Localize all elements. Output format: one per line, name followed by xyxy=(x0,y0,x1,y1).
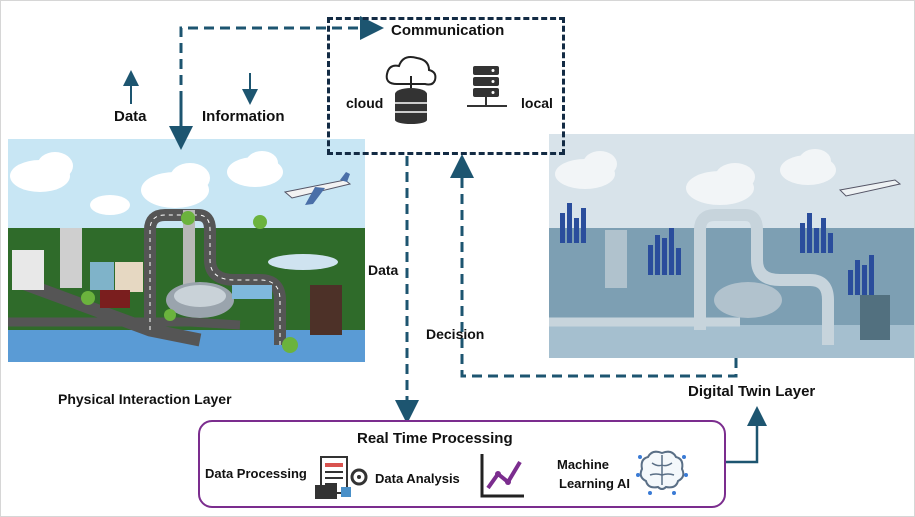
data-center-label: Data xyxy=(368,262,399,278)
document-gear-icon xyxy=(315,456,368,499)
server-icon xyxy=(467,66,507,107)
communication-title: Communication xyxy=(391,22,505,39)
data-up-label: Data xyxy=(114,108,147,125)
cloud-label: cloud xyxy=(346,95,384,111)
physical-layer-label: Physical Interaction Layer xyxy=(58,391,232,407)
learning-ai-label: Learning AI xyxy=(559,476,631,491)
processing-title: Real Time Processing xyxy=(357,430,513,447)
machine-label: Machine xyxy=(557,457,610,472)
local-label: local xyxy=(521,95,553,111)
digital-twin-illustration xyxy=(549,134,914,358)
data-processing-label: Data Processing xyxy=(205,466,307,481)
physical-city-illustration xyxy=(8,139,365,362)
information-label: Information xyxy=(202,108,285,125)
line-chart-icon xyxy=(480,454,524,498)
communication-box xyxy=(327,17,565,155)
airplane-icon xyxy=(283,172,352,205)
digital-twin-layer-label: Digital Twin Layer xyxy=(688,383,816,400)
real-time-processing-box xyxy=(198,420,726,508)
decision-label: Decision xyxy=(426,326,485,342)
cloud-database-icon xyxy=(385,56,437,124)
brain-circuit-icon xyxy=(636,450,688,495)
data-analysis-label: Data Analysis xyxy=(375,471,460,486)
